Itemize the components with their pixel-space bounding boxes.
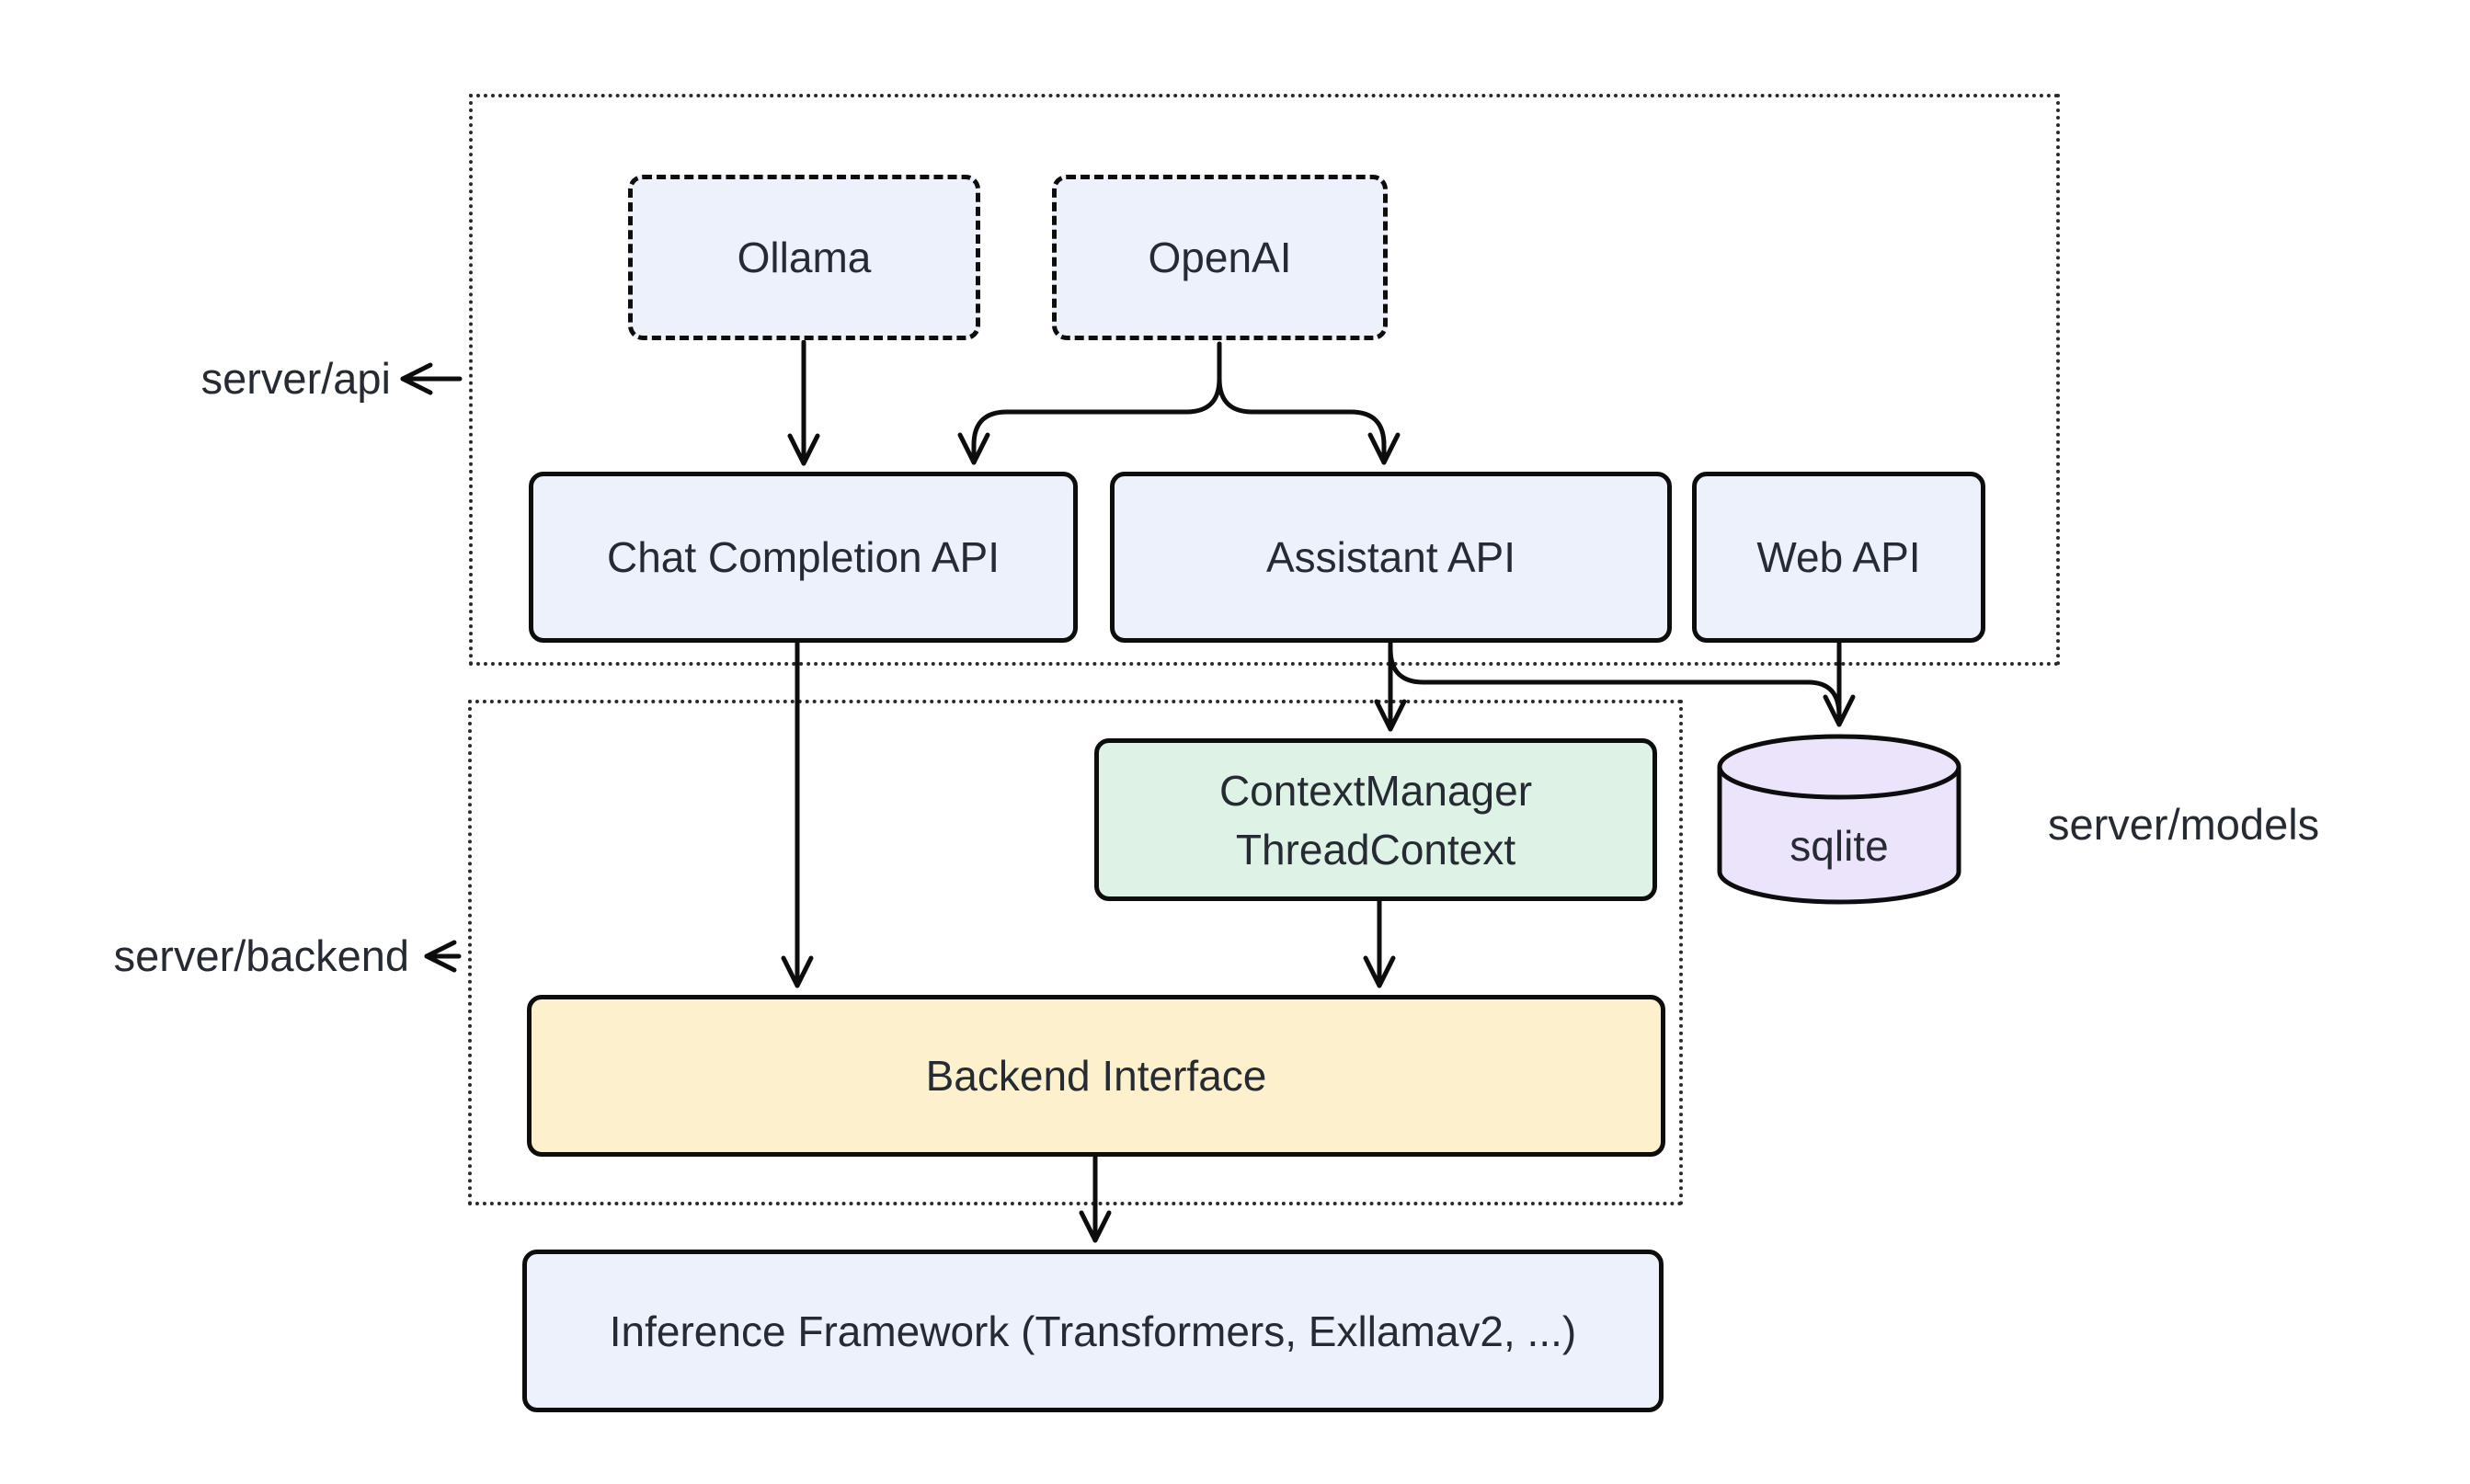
node-inference-framework: Inference Framework (Transformers, Exlla… xyxy=(522,1250,1664,1412)
node-backend-interface: Backend Interface xyxy=(527,995,1665,1157)
node-inference-framework-label: Inference Framework (Transformers, Exlla… xyxy=(609,1307,1577,1355)
node-ollama-label: Ollama xyxy=(737,234,872,281)
node-web-api: Web API xyxy=(1692,472,1985,643)
sqlite-cylinder xyxy=(1717,734,1961,905)
node-chat-completion-api-label: Chat Completion API xyxy=(606,533,1000,581)
node-assistant-api: Assistant API xyxy=(1110,472,1672,643)
node-backend-interface-label: Backend Interface xyxy=(925,1052,1267,1100)
node-context-manager-label-line2: ThreadContext xyxy=(1235,825,1516,873)
server-api-group-border xyxy=(469,94,2060,666)
node-ollama: Ollama xyxy=(628,175,980,340)
server-backend-group-label: server/backend xyxy=(113,931,409,980)
server-models-group-label: server/models xyxy=(2048,800,2320,849)
node-openai-label: OpenAI xyxy=(1148,234,1292,281)
node-sqlite-label: sqlite xyxy=(1790,822,1889,870)
node-chat-completion-api: Chat Completion API xyxy=(529,472,1078,643)
server-api-group-label: server/api xyxy=(200,354,391,403)
node-context-manager-label-line1: ContextManager xyxy=(1218,766,1533,815)
server-backend-group-border xyxy=(468,700,1683,1205)
node-web-api-label: Web API xyxy=(1756,533,1921,581)
node-openai: OpenAI xyxy=(1052,175,1388,340)
node-context-manager: ContextManager ThreadContext xyxy=(1094,738,1657,901)
node-assistant-api-label: Assistant API xyxy=(1265,533,1515,581)
